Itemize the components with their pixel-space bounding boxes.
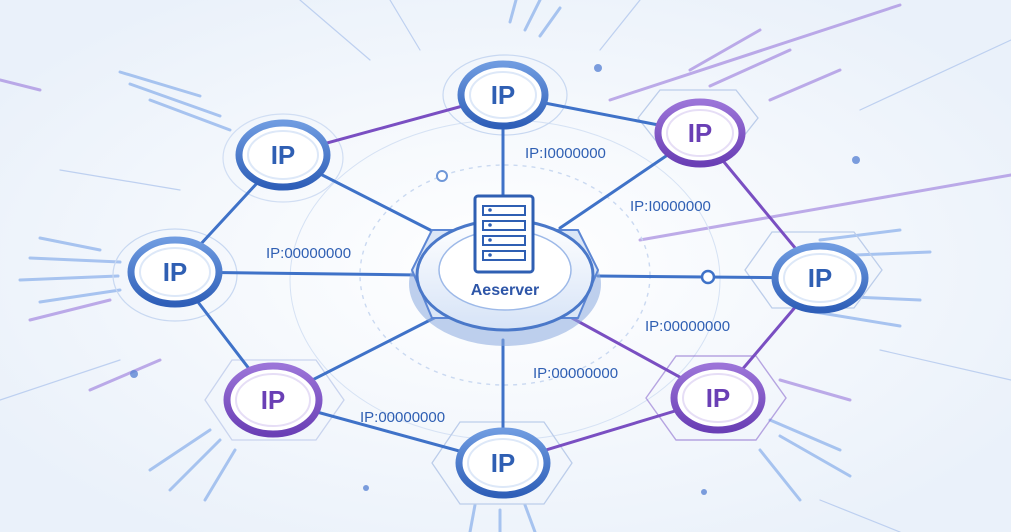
ip-node-label: IP xyxy=(706,383,731,413)
ip-node-label: IP xyxy=(491,80,516,110)
ip-node-top[interactable]: IP xyxy=(457,60,549,130)
ip-node-lower-left[interactable]: IP xyxy=(223,362,323,438)
edge-label-right-lower: IP:00000000 xyxy=(645,318,730,335)
ip-node-bottom[interactable]: IP xyxy=(455,427,551,499)
ip-node-label: IP xyxy=(491,448,516,478)
server-rack-icon xyxy=(473,194,535,274)
server-label: Aeserver xyxy=(471,282,540,299)
ip-node-right[interactable]: IP xyxy=(771,242,869,314)
edge-label-left-spoke: IP:00000000 xyxy=(266,245,351,262)
ip-node-label: IP xyxy=(808,263,833,293)
edge-labels: IP:I0000000 IP:I0000000 IP:00000000 IP:0… xyxy=(266,145,730,426)
edge-label-bottom-left: IP:00000000 xyxy=(360,409,445,426)
edge-label-upper-right-spoke: IP:I0000000 xyxy=(630,198,711,215)
edge-label-bottom-spoke: IP:00000000 xyxy=(533,365,618,382)
ip-node-label: IP xyxy=(271,140,296,170)
ip-node-lower-right[interactable]: IP xyxy=(670,362,766,434)
ip-node-label: IP xyxy=(163,257,188,287)
ip-node-upper-right[interactable]: IP xyxy=(654,98,746,168)
central-server[interactable]: Aeserver xyxy=(409,194,601,346)
edge-label-top-right: IP:I0000000 xyxy=(525,145,606,162)
ip-node-label: IP xyxy=(261,385,286,415)
ip-node-upper-left[interactable]: IP xyxy=(235,119,331,191)
edge-junctions xyxy=(436,170,716,285)
ip-node-left[interactable]: IP xyxy=(127,236,223,308)
ip-node-label: IP xyxy=(688,118,713,148)
